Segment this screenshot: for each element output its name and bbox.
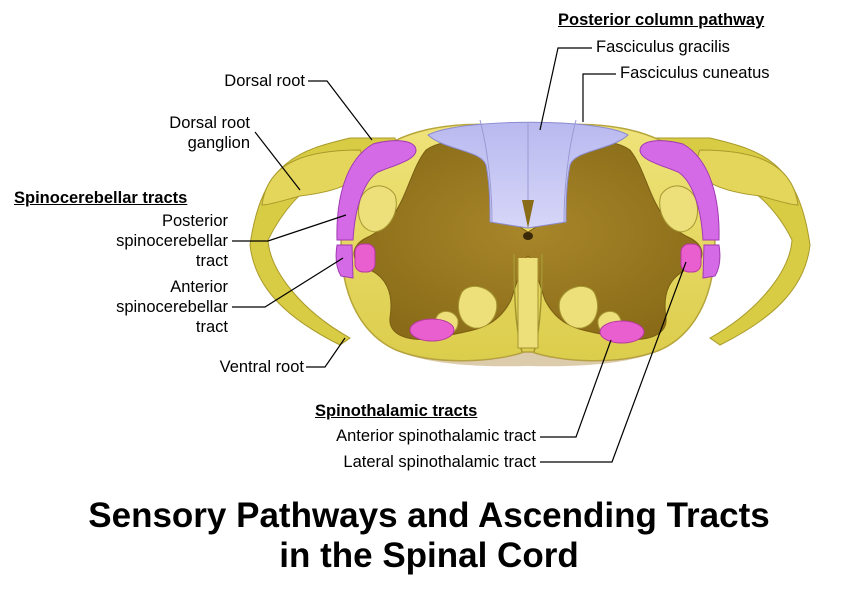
- header-spinothalamic-tracts: Spinothalamic tracts: [315, 402, 478, 420]
- label-anterior-spinocerebellar-line3: tract: [195, 318, 228, 336]
- leader-lines: [232, 47, 687, 463]
- leader-fasciculus-cuneatus: [582, 73, 616, 122]
- diagram-title: Sensory Pathways and Ascending Tracts in…: [0, 496, 858, 576]
- fiber-bundles: [358, 185, 698, 336]
- right-nerve-root: [635, 137, 811, 346]
- right-anterior-spinocerebellar-tract: [702, 244, 721, 279]
- gray-matter: [353, 141, 703, 340]
- right-anterior-spinothalamic-tract: [599, 320, 645, 344]
- header-posterior-column-pathway: Posterior column pathway: [558, 11, 765, 29]
- title-line-1: Sensory Pathways and Ascending Tracts: [88, 496, 770, 535]
- label-ventral-root: Ventral root: [219, 358, 304, 376]
- leader-dorsal-root-ganglion: [254, 131, 301, 191]
- label-dorsal-root-ganglion-line2: ganglion: [187, 134, 250, 152]
- title-line-2: in the Spinal Cord: [279, 536, 579, 575]
- central-canal: [523, 232, 533, 240]
- label-anterior-spinocerebellar-line1: Anterior: [170, 278, 228, 296]
- label-dorsal-root: Dorsal root: [224, 72, 305, 90]
- leader-ventral-root: [306, 337, 346, 368]
- label-fasciculus-gracilis: Fasciculus gracilis: [596, 38, 730, 56]
- leader-dorsal-root: [308, 80, 373, 141]
- spinocerebellar-tracts: [335, 140, 721, 279]
- label-anterior-spinothalamic-tract: Anterior spinothalamic tract: [336, 427, 536, 445]
- label-posterior-spinocerebellar-line1: Posterior: [161, 212, 228, 230]
- right-posterior-spinocerebellar-tract: [639, 140, 720, 241]
- label-dorsal-root-ganglion-line1: Dorsal root: [169, 114, 250, 132]
- right-lateral-spinothalamic-tract: [680, 243, 702, 273]
- leader-posterior-spinocerebellar: [232, 214, 347, 242]
- leader-anterior-spinocerebellar: [232, 257, 344, 308]
- leader-fasciculus-gracilis: [539, 47, 592, 131]
- leader-anterior-spinothalamic: [540, 339, 612, 438]
- left-anterior-spinocerebellar-tract: [335, 244, 354, 279]
- header-spinocerebellar-tracts: Spinocerebellar tracts: [14, 189, 188, 207]
- left-lateral-spinothalamic-tract: [354, 243, 376, 273]
- label-fasciculus-cuneatus: Fasciculus cuneatus: [620, 64, 770, 82]
- left-posterior-spinocerebellar-tract: [336, 140, 417, 241]
- label-lateral-spinothalamic-tract: Lateral spinothalamic tract: [343, 453, 536, 471]
- label-posterior-spinocerebellar-line3: tract: [195, 252, 228, 270]
- label-anterior-spinocerebellar-line2: spinocerebellar: [116, 298, 228, 316]
- left-anterior-spinothalamic-tract: [409, 318, 455, 342]
- spinothalamic-tracts: [354, 243, 702, 344]
- leader-lateral-spinothalamic: [540, 261, 687, 463]
- label-posterior-spinocerebellar-line2: spinocerebellar: [116, 232, 228, 250]
